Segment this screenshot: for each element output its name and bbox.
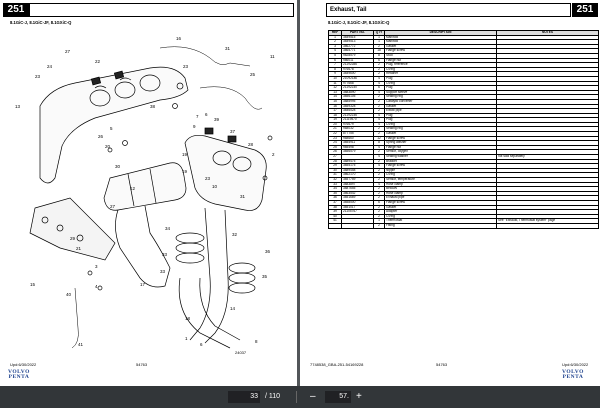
callout: 24 bbox=[47, 64, 53, 69]
callout: 36 bbox=[265, 249, 271, 254]
callout: 8 bbox=[255, 339, 258, 344]
callout: 6 bbox=[205, 112, 208, 117]
callout: 17 bbox=[140, 282, 146, 287]
callout: 19 bbox=[182, 152, 188, 157]
table-cell bbox=[496, 222, 599, 229]
model-list: 8.1GiC-J, 8.1GiC-JF, 8.1GXiC-Q bbox=[328, 20, 390, 25]
zoom-out-icon[interactable]: – bbox=[310, 391, 316, 402]
callout: 6 bbox=[200, 342, 203, 347]
viewer-toolbar: 33 / 110 – 57. + bbox=[0, 386, 600, 408]
table-cell bbox=[328, 222, 342, 229]
callout: 5 bbox=[110, 126, 113, 131]
callout: 20 bbox=[105, 144, 111, 149]
left-page: 251 8.1GiC-J, 8.1GiC-JF, 8.1GXiC-Q bbox=[0, 0, 297, 386]
callout: 16 bbox=[176, 36, 182, 41]
exploded-diagram: 23 24 22 16 31 11 25 23 27 26 38 20 6 7 … bbox=[15, 36, 275, 355]
callout: 21 bbox=[76, 246, 82, 251]
callout: 33 bbox=[162, 252, 168, 257]
total-pages-label: / 110 bbox=[265, 393, 281, 400]
page-title: Exhaust, Tail bbox=[330, 7, 367, 13]
callout: 14 bbox=[230, 306, 236, 311]
callout: 31 bbox=[225, 46, 231, 51]
doc-code: 54763 bbox=[436, 362, 448, 367]
current-page-input[interactable]: 33 bbox=[228, 391, 260, 403]
callout: 27 bbox=[65, 49, 71, 54]
diagram-callouts: 23 24 22 16 31 11 25 23 27 26 38 20 6 7 … bbox=[15, 36, 275, 347]
callout: 41 bbox=[78, 342, 84, 347]
callout: 37 bbox=[230, 129, 236, 134]
zoom-input[interactable]: 57. bbox=[325, 391, 351, 403]
callout: 31 bbox=[240, 194, 246, 199]
callout: 10 bbox=[212, 184, 218, 189]
page-number-badge: 251 bbox=[3, 3, 29, 17]
callout: 15 bbox=[30, 282, 36, 287]
callout: 27 bbox=[110, 204, 116, 209]
callout: 38 bbox=[150, 104, 156, 109]
callout: 34 bbox=[165, 226, 171, 231]
model-list: 8.1GiC-J, 8.1GiC-JF, 8.1GXiC-Q bbox=[10, 20, 72, 25]
callout: 28 bbox=[248, 142, 254, 147]
header-bar bbox=[326, 3, 571, 17]
right-page: Exhaust, Tail 251 8.1GiC-J, 8.1GiC-JF, 8… bbox=[300, 0, 600, 386]
callout: 11 bbox=[270, 54, 275, 59]
table-cell: Fitting bbox=[384, 222, 497, 229]
table-cell: 2 bbox=[373, 222, 385, 229]
callout: 18 bbox=[185, 316, 191, 321]
header-bar bbox=[29, 3, 294, 17]
callout: 19 bbox=[182, 169, 188, 174]
callout: 32 bbox=[232, 232, 238, 237]
callout: 13 bbox=[15, 104, 21, 109]
callout: 23 bbox=[35, 74, 41, 79]
doc-code: 54763 bbox=[136, 362, 148, 367]
callout: 26 bbox=[98, 134, 104, 139]
callout: 30 bbox=[115, 164, 121, 169]
callout: 3 bbox=[95, 264, 98, 269]
callout: 1 bbox=[185, 336, 188, 341]
callout: 40 bbox=[66, 292, 72, 297]
doc-reference: 7748538_GBA-251-54169228 bbox=[310, 362, 364, 367]
callout: 25 bbox=[250, 72, 256, 77]
callout: 29 bbox=[70, 236, 76, 241]
callout: 22 bbox=[95, 59, 101, 64]
update-date: Upd:6/30/2022 bbox=[10, 362, 37, 367]
callout: 39 bbox=[214, 117, 220, 122]
toolbar-divider bbox=[296, 391, 297, 403]
update-date: Upd:6/30/2022 bbox=[562, 362, 589, 367]
callout: 4 bbox=[95, 284, 98, 289]
zoom-in-icon[interactable]: + bbox=[356, 391, 362, 402]
callout: 2 bbox=[272, 152, 275, 157]
table-cell bbox=[341, 222, 374, 229]
callout: 23 bbox=[205, 176, 211, 181]
callout: 33 bbox=[160, 269, 166, 274]
callout: 9 bbox=[193, 124, 196, 129]
callout: 7 bbox=[196, 114, 199, 119]
callout: 23 bbox=[183, 64, 189, 69]
callout: 12 bbox=[130, 186, 136, 191]
diagram-id: 24037 bbox=[235, 350, 247, 355]
callout: 35 bbox=[262, 274, 268, 279]
page-number-badge: 251 bbox=[572, 3, 598, 17]
